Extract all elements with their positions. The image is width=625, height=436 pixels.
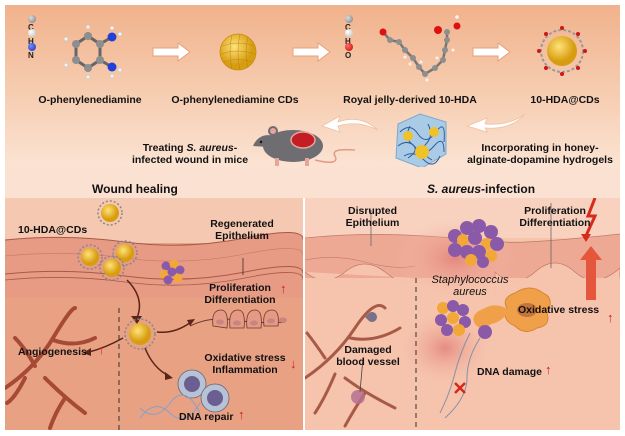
legend-item-c: C xyxy=(28,14,39,32)
angiogenesis-label: Angiogenesis xyxy=(18,346,87,358)
10-hda-cd-particle-icon xyxy=(124,318,156,350)
trend-up-icon: ↑ xyxy=(280,281,287,296)
mouse-icon xyxy=(253,126,356,166)
bacteria-cluster-icon xyxy=(435,300,471,336)
step-label-o-phenylenediamine: O-phenylenediamine xyxy=(38,94,142,106)
legend-item-o: O xyxy=(345,42,356,60)
disrupted-skin-illustration xyxy=(305,198,620,430)
trend-up-icon: ↑ xyxy=(545,362,552,377)
step-label-10-hda-cds: 10-HDA@CDs xyxy=(530,94,600,106)
curved-arrow-left-icon xyxy=(321,115,379,133)
10-hda-molecule-icon xyxy=(379,15,461,82)
10-hda-cd-particle-icon xyxy=(77,244,103,270)
10-hda-cd-particle-icon xyxy=(99,255,125,281)
dna-repair-label: DNA repair xyxy=(179,411,234,423)
wound-healing-title: Wound healing xyxy=(92,182,178,196)
carbon-dot-icon xyxy=(219,33,257,71)
arrow-right-icon xyxy=(292,42,331,62)
trend-up-icon: ↑ xyxy=(98,342,105,357)
section-header-band xyxy=(5,167,620,198)
trend-up-icon: ↑ xyxy=(607,310,614,325)
hydrogel-incorporation-label: Incorporating in honey- alginate-dopamin… xyxy=(467,142,613,166)
hydrogel-icon xyxy=(395,113,447,169)
10-hda-cd-particle-icon xyxy=(112,240,138,266)
legend-item-n: N xyxy=(28,42,39,60)
10-hda-cd-particle-icon xyxy=(97,200,123,226)
10-hda-cd-particle-icon xyxy=(537,26,587,76)
arrow-right-icon xyxy=(472,42,511,62)
dna-damage-label: DNA damage xyxy=(477,366,542,378)
trend-up-icon: ↑ xyxy=(238,407,245,422)
trend-down-icon: ↓ xyxy=(290,356,297,371)
bacteria-cluster-icon xyxy=(159,259,185,285)
arrow-right-icon xyxy=(152,42,191,62)
legend-item-c: C xyxy=(345,14,356,32)
infection-title: S. aureus-infection xyxy=(427,182,536,196)
step-label-10-hda: Royal jelly-derived 10-HDA xyxy=(343,94,477,106)
skin-layers-illustration xyxy=(5,198,303,430)
o-phenylenediamine-molecule-icon xyxy=(63,24,123,80)
10-hda-cds-label: 10-HDA@CDs xyxy=(18,224,88,236)
step-label-cds: O-phenylenediamine CDs xyxy=(171,94,299,106)
bacteria-cluster-icon xyxy=(448,219,504,268)
oxidative-stress-label: Oxidative stress xyxy=(518,304,600,316)
legend-item-h: H xyxy=(345,28,356,46)
legend-item-h: H xyxy=(28,28,39,46)
curved-arrow-left-icon xyxy=(465,113,526,133)
mouse-treatment-label: Treating S. aureus- infected wound in mi… xyxy=(131,142,249,166)
